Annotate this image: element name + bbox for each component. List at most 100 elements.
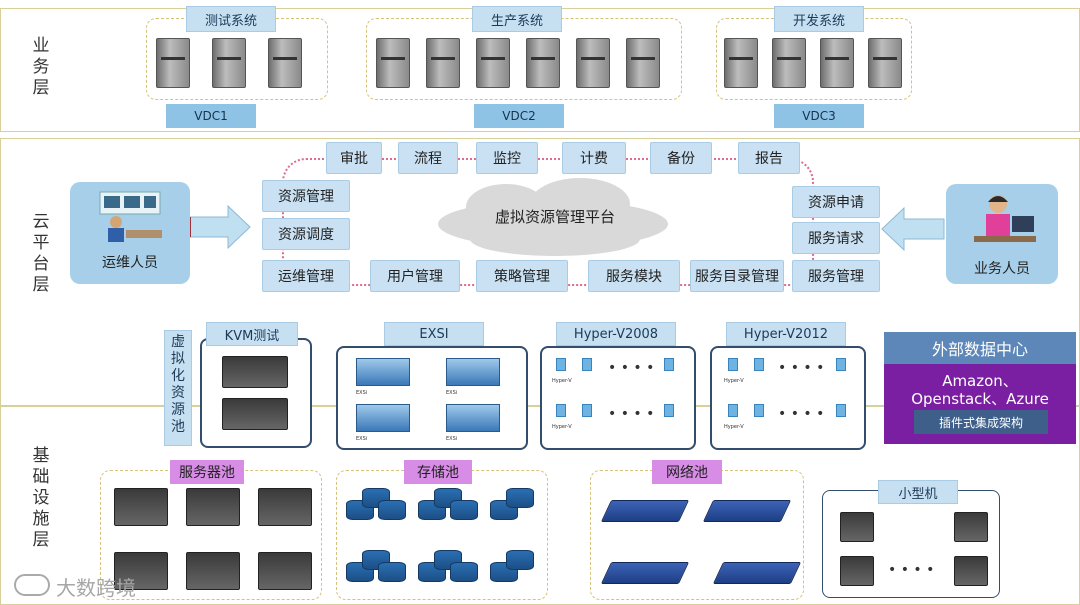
left-func-box: 运维管理 [262, 260, 350, 292]
top-func-box: 备份 [650, 142, 712, 174]
server-icon [868, 38, 902, 88]
hyperv2008-title: Hyper-V2008 [556, 322, 676, 346]
operator-icon [99, 191, 162, 242]
exsi-host-icon [356, 404, 410, 432]
hyperv-icon [582, 358, 592, 371]
top-func-box: 计费 [562, 142, 626, 174]
exsi-title: EXSI [384, 322, 484, 346]
switch-icon [600, 562, 690, 584]
hyperv-icon [664, 358, 674, 371]
hyperv2012-title: Hyper-V2012 [726, 322, 846, 346]
storage-pool-label: 存储池 [404, 460, 472, 484]
virt-pool-label-box [164, 330, 192, 446]
left-func-box: 资源调度 [262, 218, 350, 250]
bottom-func-box: 用户管理 [370, 260, 460, 292]
mini-computer-icon [840, 512, 874, 542]
server-icon [626, 38, 660, 88]
platform-center-label: 虚拟资源管理平台 [494, 208, 615, 226]
server-icon [772, 38, 806, 88]
hyperv-icon [582, 404, 592, 417]
mini-computer-icon [840, 556, 874, 586]
cloud-layer-label: 云平台层 [32, 212, 50, 295]
rack-server-icon [186, 488, 240, 526]
server-icon [268, 38, 302, 88]
external-dc-title: 外部数据中心 [884, 332, 1076, 364]
top-func-box: 监控 [476, 142, 538, 174]
vdc2-label: VDC2 [474, 104, 564, 128]
rack-server-icon [114, 488, 168, 526]
kvm-server-icon [222, 356, 288, 388]
disk-icon [378, 562, 406, 582]
infra-layer-label: 基础设施层 [32, 446, 50, 550]
network-pool-label: 网络池 [652, 460, 722, 484]
disk-icon [506, 488, 534, 508]
server-icon [212, 38, 246, 88]
top-func-box: 审批 [326, 142, 382, 174]
kvm-pool [200, 338, 312, 448]
ellipsis-dots: • • • • [778, 360, 825, 376]
bottom-func-box: 策略管理 [476, 260, 568, 292]
bottom-func-box: 服务模块 [588, 260, 680, 292]
ellipsis-dots: • • • • [608, 406, 655, 422]
server-icon [156, 38, 190, 88]
right-func-box: 资源申请 [792, 186, 880, 218]
exsi-host-icon [356, 358, 410, 386]
watermark: 大数跨境 [56, 576, 136, 600]
switch-icon [702, 500, 792, 522]
server-icon [376, 38, 410, 88]
rack-server-icon [186, 552, 240, 590]
top-func-box: 流程 [398, 142, 458, 174]
mini-computer-icon [954, 512, 988, 542]
hyperv-icon [728, 358, 738, 371]
rack-server-icon [258, 488, 312, 526]
ellipsis-dots: • • • • [778, 406, 825, 422]
switch-icon [600, 500, 690, 522]
dev-system-label: 开发系统 [774, 6, 864, 32]
exsi-host-icon [446, 358, 500, 386]
test-system-label: 测试系统 [186, 6, 276, 32]
hyperv-icon [754, 404, 764, 417]
ops-person-label: 运维人员 [102, 255, 158, 271]
kvm-title: KVM测试 [206, 322, 298, 346]
disk-icon [378, 500, 406, 520]
bottom-func-box: 服务目录管理 [690, 260, 784, 292]
rack-server-icon [114, 552, 168, 590]
exsi-label: EXSi [356, 436, 368, 442]
server-icon [576, 38, 610, 88]
hyperv-icon [556, 358, 566, 371]
rack-server-icon [258, 552, 312, 590]
hyperv-icon [728, 404, 738, 417]
cloud-shape [530, 178, 630, 230]
prod-system-label: 生产系统 [472, 6, 562, 32]
hyperv-label: Hyper-V [552, 424, 572, 430]
exsi-label: EXSi [356, 390, 368, 396]
server-icon [724, 38, 758, 88]
business-layer-label: 业务层 [32, 36, 50, 98]
server-icon [426, 38, 460, 88]
hyperv-label: Hyper-V [552, 378, 572, 384]
disk-icon [506, 550, 534, 570]
hyperv-label: Hyper-V [724, 424, 744, 430]
business-person-label: 业务人员 [974, 261, 1030, 277]
hyperv-icon [836, 358, 846, 371]
cloud-shape [470, 222, 640, 256]
server-icon [820, 38, 854, 88]
hyperv-icon [556, 404, 566, 417]
left-func-box: 资源管理 [262, 180, 350, 212]
server-icon [476, 38, 510, 88]
hyperv2008-pool [540, 346, 696, 450]
arrow-left-icon [881, 206, 945, 252]
server-icon [526, 38, 560, 88]
hyperv-icon [836, 404, 846, 417]
disk-icon [450, 500, 478, 520]
right-func-box: 服务请求 [792, 222, 880, 254]
server-pool-label: 服务器池 [170, 460, 244, 484]
ellipsis-dots: • • • • [608, 360, 655, 376]
mini-computer-label: 小型机 [878, 480, 958, 504]
business-person-icon [974, 195, 1036, 242]
right-func-box: 服务管理 [792, 260, 880, 292]
exsi-label: EXSi [446, 390, 458, 396]
vdc3-label: VDC3 [774, 104, 864, 128]
exsi-host-icon [446, 404, 500, 432]
watermark-logo-icon [14, 574, 50, 596]
